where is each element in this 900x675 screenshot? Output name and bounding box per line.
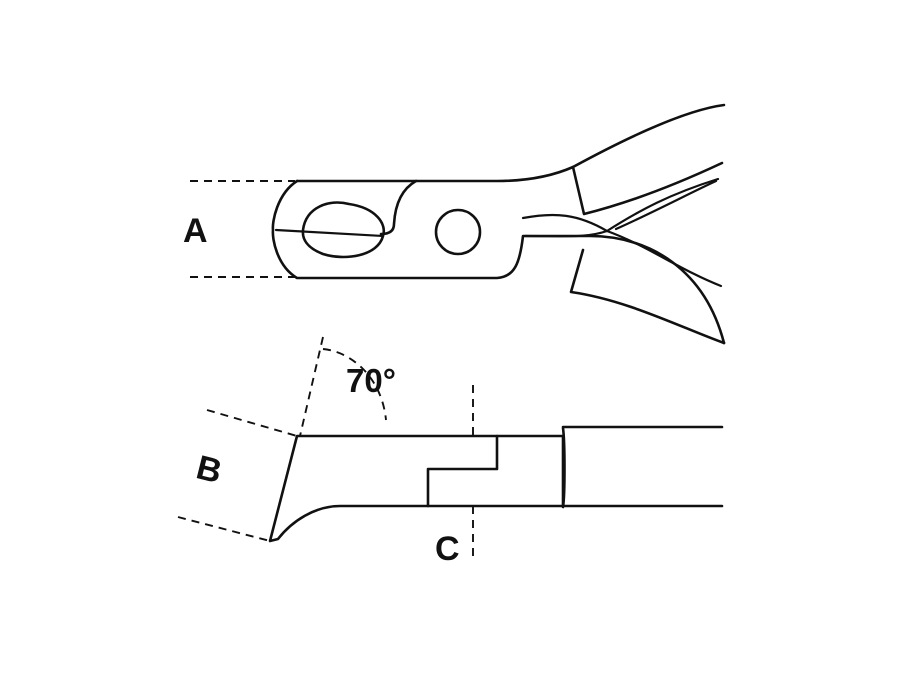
handle-side-outline	[561, 425, 724, 509]
dimension-a-label: A	[183, 212, 208, 250]
dimension-b-bottom-guide	[177, 516, 271, 542]
jaw-side-outline	[268, 434, 565, 543]
angle-arc	[322, 348, 387, 421]
lower-handle-grip	[569, 248, 726, 345]
return-spring-upper	[521, 177, 720, 233]
cutter-step-outline	[426, 434, 499, 508]
cutting-jaw-opening	[301, 201, 386, 259]
dimension-c-label: C	[435, 530, 460, 568]
angle-label: 70°	[346, 362, 396, 399]
side-view-pliers: 70° B C	[177, 336, 724, 568]
dimension-b-label: B	[193, 448, 226, 491]
pliers-head-upper-outline	[295, 103, 726, 183]
top-view-pliers: A	[183, 103, 726, 345]
jaw-joint-notch	[379, 179, 418, 236]
dimension-b-top-guide	[206, 409, 298, 437]
return-spring-middle	[614, 179, 718, 231]
angle-reference-line	[299, 336, 324, 437]
upper-handle-grip	[571, 161, 724, 216]
pivot-rivet	[434, 208, 482, 256]
pliers-head-lower-outline	[271, 179, 726, 345]
return-spring-lower	[523, 229, 723, 288]
cutting-edge-line	[274, 228, 385, 238]
